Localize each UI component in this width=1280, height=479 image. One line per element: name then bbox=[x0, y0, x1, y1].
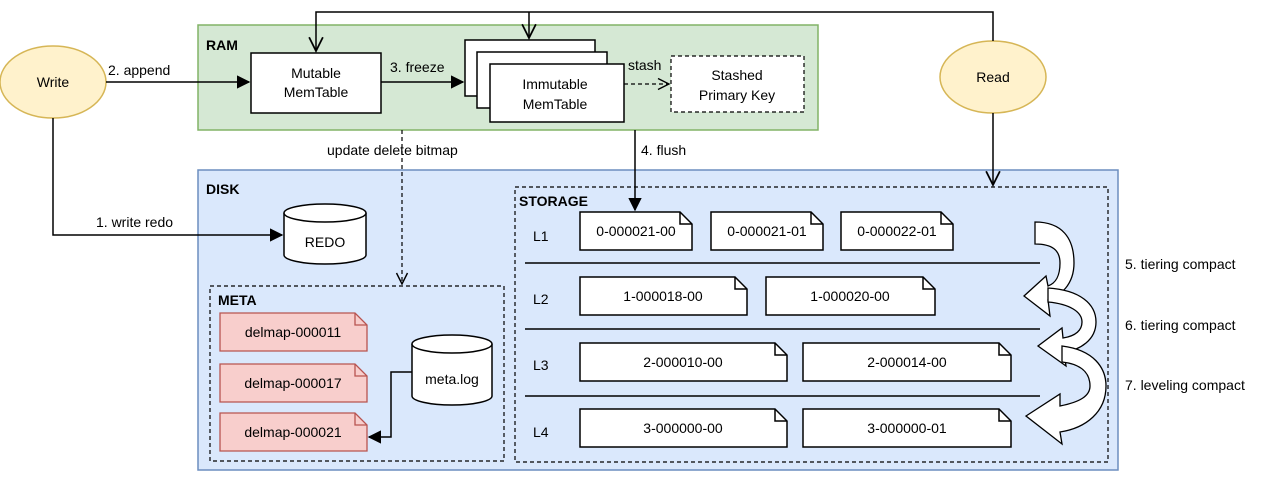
read-label: Read bbox=[976, 69, 1009, 85]
storage-label: STORAGE bbox=[519, 193, 588, 209]
sst-file bbox=[579, 342, 788, 382]
compact-label-leveling: 7. leveling compact bbox=[1125, 377, 1245, 393]
sst-file-label: 2-000010-00 bbox=[643, 354, 723, 370]
compact-arrow-icon bbox=[1024, 345, 1107, 446]
update-bitmap-label: update delete bitmap bbox=[327, 142, 458, 158]
redo-cylinder bbox=[283, 203, 367, 265]
compact-label-tiering-2: 6. tiering compact bbox=[1125, 317, 1236, 333]
mutable-label-line2: MemTable bbox=[284, 84, 349, 100]
stash-label: stash bbox=[628, 57, 661, 73]
sst-file bbox=[710, 211, 824, 251]
sst-file bbox=[579, 408, 788, 448]
ram-label: RAM bbox=[206, 37, 238, 53]
immutable-memtable bbox=[489, 63, 625, 123]
sst-file bbox=[765, 276, 936, 316]
level-label-l2: L2 bbox=[533, 291, 549, 307]
delmap-label: delmap-000021 bbox=[244, 424, 342, 440]
sst-file-label: 2-000014-00 bbox=[867, 354, 947, 370]
sst-file-label: 1-000020-00 bbox=[810, 288, 890, 304]
compact-label-tiering-1: 5. tiering compact bbox=[1125, 256, 1236, 272]
sst-file bbox=[802, 408, 1012, 448]
delmap-label: delmap-000017 bbox=[244, 375, 342, 391]
metalog-to-delmap-arrow bbox=[367, 371, 412, 444]
delmap-file bbox=[219, 363, 368, 403]
stashed-label-line2: Primary Key bbox=[699, 87, 775, 103]
delmap-label: delmap-000011 bbox=[245, 324, 341, 340]
metalog-cylinder bbox=[411, 334, 493, 406]
read-to-ram-line bbox=[316, 11, 994, 51]
level-label-l1: L1 bbox=[533, 228, 549, 244]
stashed-primary-key bbox=[670, 55, 805, 113]
compact-arrow-icon bbox=[1036, 287, 1097, 368]
compact-arrow-icon bbox=[1022, 221, 1075, 318]
mutable-memtable bbox=[250, 52, 382, 114]
disk-label: DISK bbox=[206, 181, 239, 197]
sst-file bbox=[579, 276, 748, 316]
stashed-label-line1: Stashed bbox=[711, 67, 762, 83]
level-label-l4: L4 bbox=[533, 424, 549, 440]
immutable-label-line2: MemTable bbox=[523, 96, 588, 112]
meta-label: META bbox=[218, 292, 257, 308]
sst-file-label: 3-000000-00 bbox=[643, 420, 723, 436]
sst-file bbox=[802, 342, 1012, 382]
sst-file-label: 1-000018-00 bbox=[623, 288, 703, 304]
flush-label: 4. flush bbox=[641, 142, 686, 158]
level-label-l3: L3 bbox=[533, 357, 549, 373]
redo-label: REDO bbox=[305, 234, 346, 250]
sst-file bbox=[579, 211, 693, 251]
delmap-file bbox=[219, 312, 368, 352]
delmap-file bbox=[219, 412, 368, 452]
storage-container bbox=[514, 186, 1109, 463]
meta-container bbox=[209, 285, 505, 462]
sst-file bbox=[840, 211, 954, 251]
write-redo-label: 1. write redo bbox=[96, 214, 173, 230]
immutable-label-line1: Immutable bbox=[522, 76, 588, 92]
sst-file-label: 0-000021-01 bbox=[727, 223, 807, 239]
sst-file-label: 3-000000-01 bbox=[867, 420, 947, 436]
metalog-label: meta.log bbox=[425, 371, 479, 387]
freeze-label: 3. freeze bbox=[390, 59, 445, 75]
sst-file-label: 0-000021-00 bbox=[596, 223, 676, 239]
write-redo-arrow bbox=[52, 118, 284, 242]
write-label: Write bbox=[37, 74, 70, 90]
sst-file-label: 0-000022-01 bbox=[857, 223, 937, 239]
mutable-label-line1: Mutable bbox=[291, 65, 341, 81]
append-label: 2. append bbox=[108, 62, 170, 78]
